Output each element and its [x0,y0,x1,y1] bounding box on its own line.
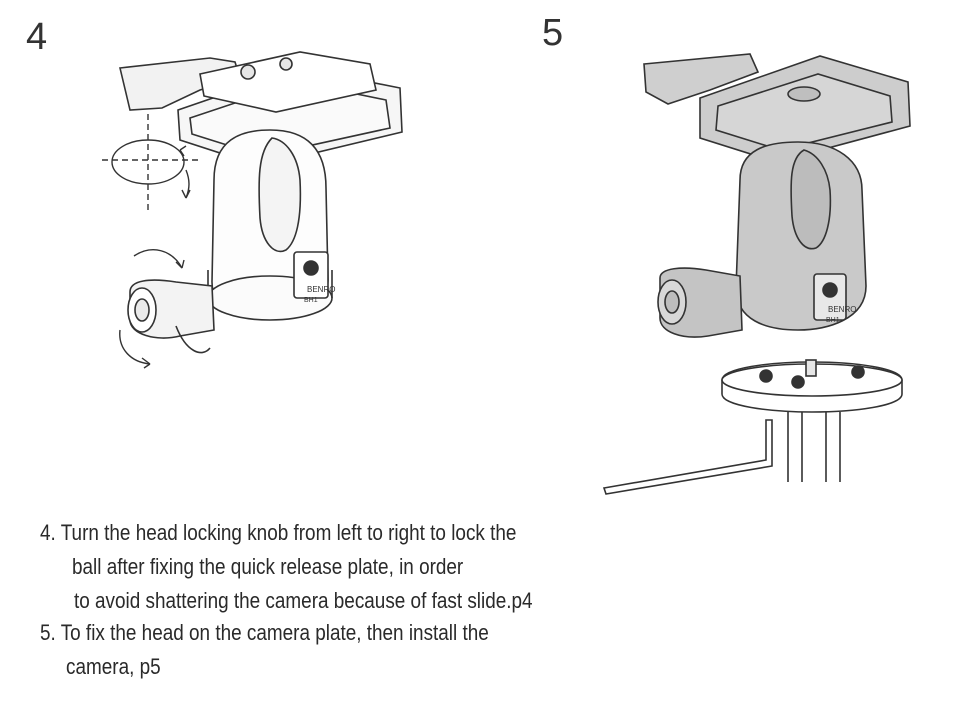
ball-head-figure-step-5: BENRO BH1 [602,53,911,495]
instruction-step-5-line-1: 5. To fix the head on the camera plate, … [40,620,489,645]
model-label-5: BH1 [826,317,840,324]
instruction-step-4-line-1: 4. Turn the head locking knob from left … [40,520,517,545]
hex-key [602,419,773,495]
camera-screw [240,64,256,80]
step-4-number: 4 [26,16,48,58]
model-label: BH1 [304,297,318,304]
rotation-arrow-icon [111,139,185,185]
tripod-column [787,412,841,482]
step-5-number: 5 [542,12,564,54]
brand-label-5: BENRO [828,305,856,314]
instruction-step-4-line-3: to avoid shattering the camera because o… [74,588,533,613]
instruction-step-4-line-2: ball after fixing the quick release plat… [72,554,464,579]
knob-rotation-arrow-icon [133,249,183,269]
clamp-lever-5 [643,53,760,105]
brand-label: BENRO [307,285,335,294]
mounting-screw [805,359,817,377]
ball-head-figure-step-4: BENRO BH1 [102,51,403,369]
instruction-step-5-line-2: camera, p5 [66,654,161,679]
